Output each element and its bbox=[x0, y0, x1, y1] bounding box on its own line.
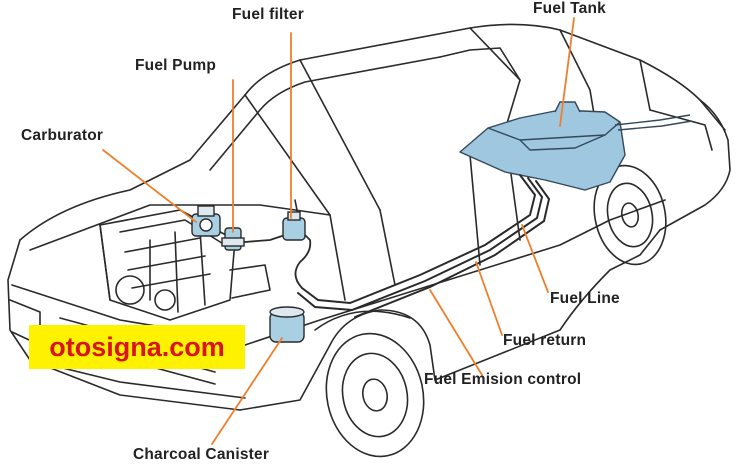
label-fuel-return: Fuel return bbox=[503, 332, 587, 349]
label-fuel-line: Fuel Line bbox=[550, 290, 620, 307]
leader-carburator bbox=[102, 149, 197, 223]
label-fuel-pump: Fuel Pump bbox=[135, 57, 217, 74]
label-fuel-tank: Fuel Tank bbox=[533, 0, 606, 17]
leader-fuel-tank bbox=[559, 17, 575, 127]
leader-fuel-emision-control bbox=[429, 289, 483, 376]
label-fuel-filter: Fuel filter bbox=[232, 6, 304, 23]
fuel-filter-unit bbox=[282, 211, 306, 241]
fuel-components bbox=[191, 205, 306, 343]
charcoal-canister-unit bbox=[269, 306, 305, 343]
label-charcoal-canister: Charcoal Canister bbox=[133, 446, 270, 463]
fuel-tank-body bbox=[459, 101, 693, 191]
leader-fuel-return bbox=[475, 261, 503, 336]
leader-fuel-line bbox=[521, 224, 549, 293]
label-carburator: Carburator bbox=[21, 127, 104, 144]
carburator-unit bbox=[191, 205, 221, 237]
leader-charcoal-canister bbox=[211, 337, 283, 445]
fuel-lines bbox=[244, 174, 551, 318]
car-body-outline bbox=[7, 23, 731, 458]
watermark-otosigna: otosigna.com bbox=[29, 325, 245, 369]
fuel-pump-unit bbox=[221, 227, 245, 251]
label-fuel-emision-control: Fuel Emision control bbox=[424, 371, 582, 388]
label-leader-lines bbox=[102, 17, 575, 445]
